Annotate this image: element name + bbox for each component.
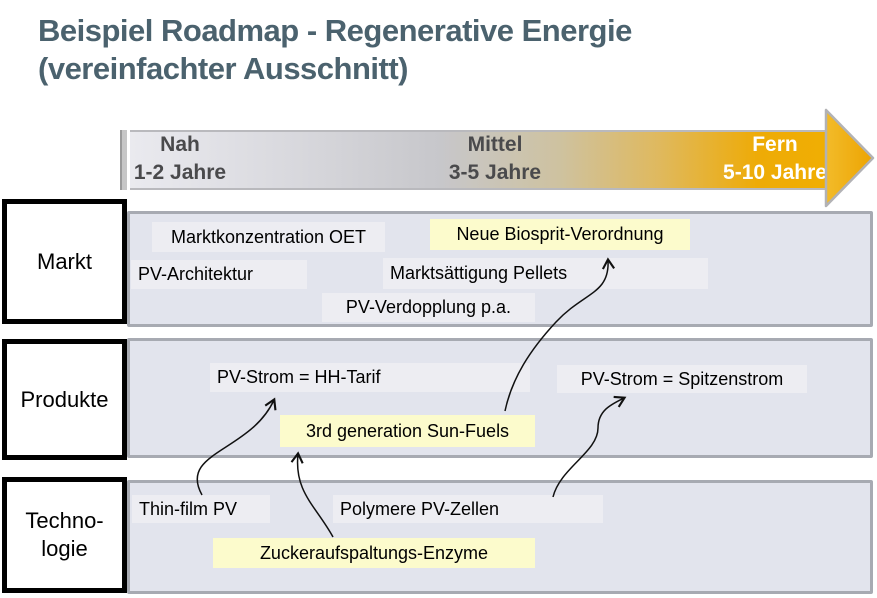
timeline-banner	[120, 130, 828, 190]
roadmap-item-marktsaettigung-pellets: Marktsättigung Pellets	[383, 258, 708, 289]
phase-label: Mittel	[467, 133, 523, 156]
lane-label-text: logie	[41, 536, 88, 561]
roadmap-item-polymere-pv-zellen: Polymere PV-Zellen	[333, 495, 603, 523]
roadmap-item-neue-biosprit-verordnung: Neue Biosprit-Verordnung	[430, 219, 690, 250]
slide-title: Beispiel Roadmap - Regenerative Energie …	[38, 12, 818, 88]
timeline-left-cap	[120, 130, 131, 190]
timeline-phase-mid: Mittel 3-5 Jahre	[425, 131, 565, 187]
roadmap-item-pv-strom-hh-tarif: PV-Strom = HH-Tarif	[210, 363, 530, 392]
roadmap-item-pv-architektur: PV-Architektur	[131, 260, 307, 289]
phase-range: 5-10 Jahre	[723, 161, 827, 184]
roadmap-item-3rd-generation-sun-fuels: 3rd generation Sun-Fuels	[280, 415, 535, 447]
timeline-arrowhead-icon	[824, 108, 875, 208]
roadmap-item-zuckeraufspaltungs-enzyme: Zuckeraufspaltungs-Enzyme	[213, 538, 535, 568]
lane-label-text: Produkte	[20, 386, 109, 412]
lane-label-text: Techno-	[25, 508, 104, 533]
slide-title-line2: (vereinfachter Ausschnitt)	[38, 51, 409, 86]
phase-label: Fern	[752, 133, 798, 156]
lane-label-technologie: Techno- logie	[2, 477, 127, 593]
lane-label-produkte: Produkte	[2, 339, 127, 460]
slide-title-line1: Beispiel Roadmap - Regenerative Energie	[38, 13, 632, 48]
roadmap-item-pv-verdopplung: PV-Verdopplung p.a.	[322, 293, 535, 322]
phase-range: 1-2 Jahre	[133, 161, 227, 184]
timeline-phase-far: Fern 5-10 Jahre	[705, 131, 845, 187]
timeline-phase-near: Nah 1-2 Jahre	[110, 131, 250, 187]
roadmap-item-marktkonzentration-oet: Marktkonzentration OET	[152, 222, 385, 252]
phase-range: 3-5 Jahre	[448, 161, 542, 184]
lane-label-markt: Markt	[2, 199, 127, 324]
roadmap-item-pv-strom-spitzenstrom: PV-Strom = Spitzenstrom	[557, 365, 807, 393]
lane-label-text: Markt	[37, 248, 92, 274]
phase-label: Nah	[160, 133, 200, 156]
roadmap-item-thin-film-pv: Thin-film PV	[132, 495, 270, 523]
